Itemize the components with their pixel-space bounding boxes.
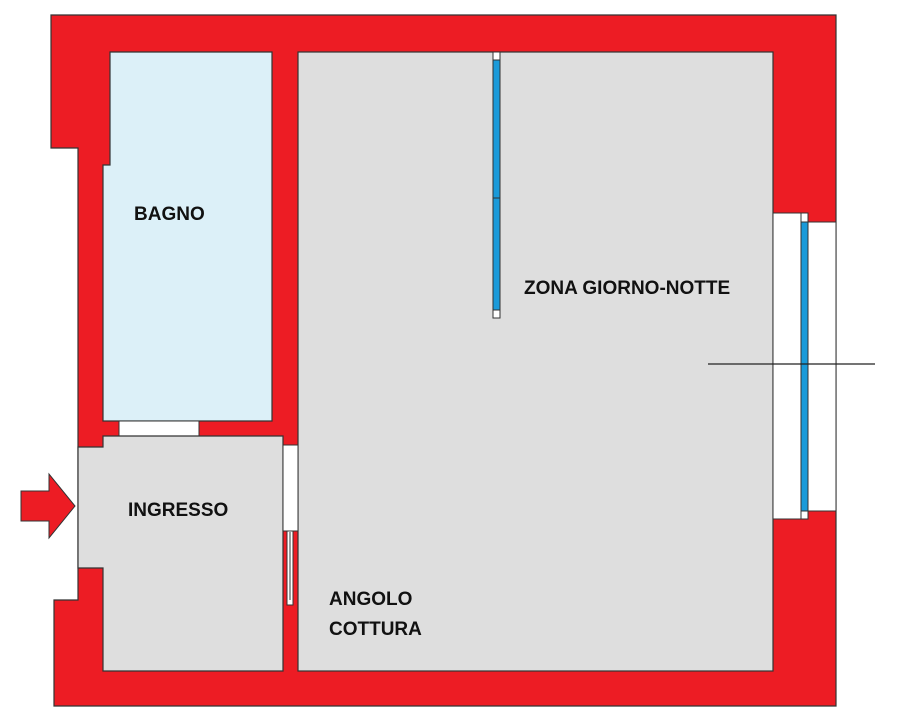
label-zona-giorno-notte: ZONA GIORNO-NOTTE [524,278,731,299]
glass-partition [492,59,501,311]
entrance-arrow-icon [20,472,76,540]
label-ingresso: INGRESSO [128,500,229,521]
window-glass [800,221,809,512]
label-cottura: COTTURA [329,619,422,640]
room-ingresso [77,435,284,672]
room-zona-giorno-notte [297,51,774,672]
label-bagno: BAGNO [134,204,205,225]
door-ingresso-soggiorno[interactable] [282,444,299,532]
partition-cap-bottom [492,309,501,319]
door-bagno[interactable] [118,420,200,437]
label-angolo: ANGOLO [329,589,413,610]
room-bagno [102,51,273,422]
partition-cap-top [492,51,501,61]
